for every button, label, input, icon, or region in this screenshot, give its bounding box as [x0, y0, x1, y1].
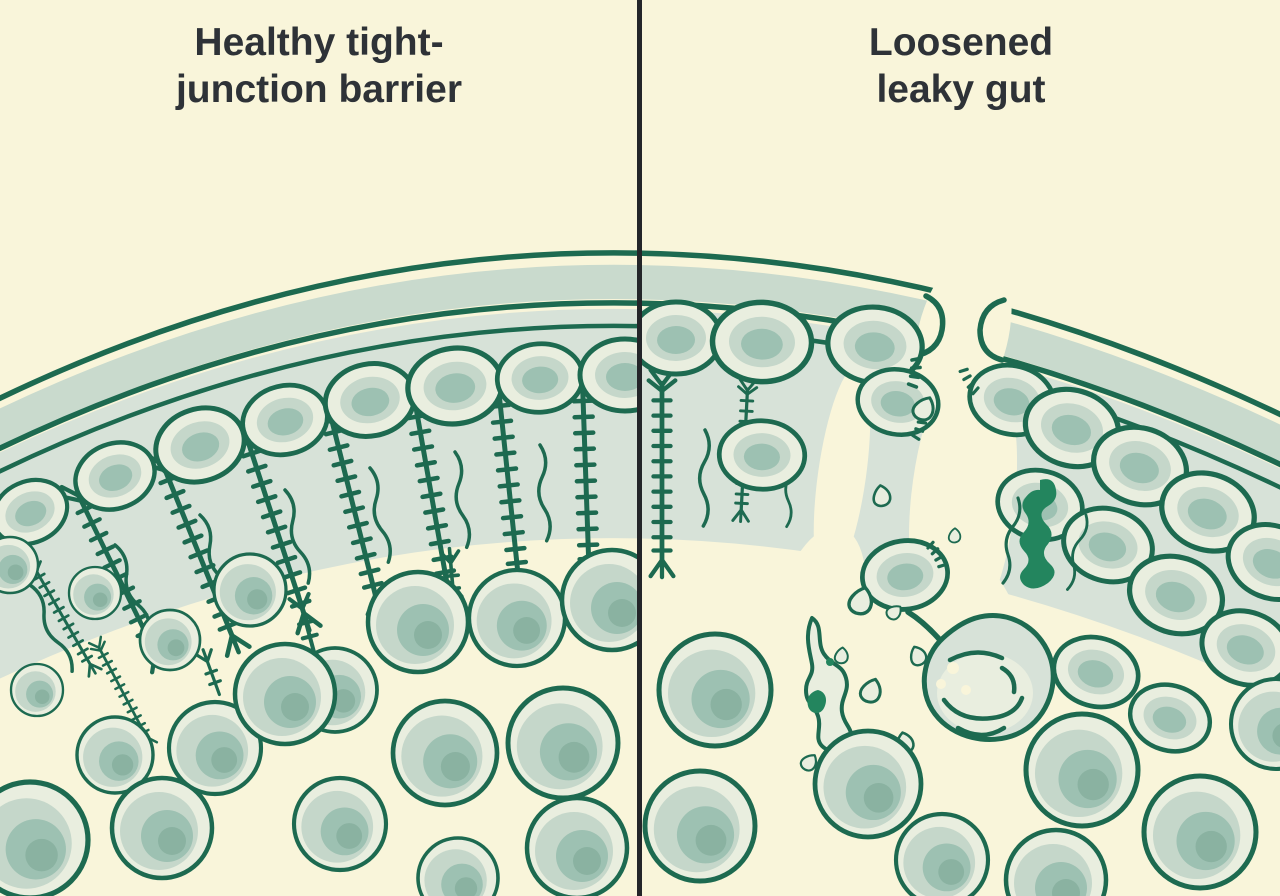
apical-membrane-outer-line	[0, 250, 638, 402]
torn-membrane-end-left	[911, 293, 946, 359]
lamina-cells-left	[0, 535, 662, 896]
apical-cell-line	[0, 323, 638, 474]
right-panel-title: Loosened leaky gut	[642, 20, 1280, 114]
left-panel-title-line1: Healthy tight-	[194, 21, 444, 64]
divider-line	[637, 0, 642, 896]
apical-membrane-inner-line	[0, 300, 638, 452]
right-panel-title-line1: Loosened	[868, 21, 1054, 64]
left-panel-title-line2: junction barrier	[175, 67, 463, 111]
right-panel-title-line2: leaky gut	[876, 67, 1046, 111]
leaky-gut-illustration	[638, 248, 1280, 896]
healthy-barrier-illustration	[0, 250, 662, 896]
left-panel-title: Healthy tight- junction barrier	[0, 20, 638, 114]
pathogen	[997, 479, 1091, 592]
torn-membrane-end-right	[977, 297, 1007, 363]
damaged-cell	[905, 609, 1056, 743]
